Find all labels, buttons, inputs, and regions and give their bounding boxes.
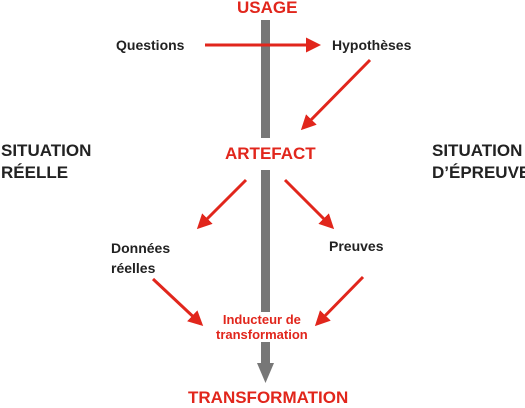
preuves-label: Preuves xyxy=(329,238,384,254)
donnees-line1: Données xyxy=(111,240,171,256)
right-situation-line2: D’ÉPREUVE xyxy=(432,163,525,182)
usage-label: USAGE xyxy=(237,0,298,17)
donnees-line2: réelles xyxy=(111,260,156,276)
donnees-reelles-label: Données réelles xyxy=(111,238,170,278)
arrow-artefact-to-preuves xyxy=(283,178,335,230)
left-situation-line2: RÉELLE xyxy=(1,163,69,182)
artefact-label: ARTEFACT xyxy=(221,144,320,165)
left-situation-line1: SITUATION xyxy=(1,141,92,160)
inducteur-line2: transformation xyxy=(216,327,308,342)
transformation-label: TRANSFORMATION xyxy=(188,388,349,407)
hypotheses-label: Hypothèses xyxy=(332,37,412,53)
right-situation-line1: SITUATION xyxy=(432,141,523,160)
right-situation-label: SITUATION D’ÉPREUVE xyxy=(432,140,525,184)
arrow-hypotheses-to-artefact xyxy=(300,58,372,131)
left-situation-label: SITUATION RÉELLE xyxy=(1,140,91,184)
inducteur-label: Inducteur de transformation xyxy=(212,312,312,342)
questions-label: Questions xyxy=(116,37,185,53)
arrow-donnees-to-inducteur xyxy=(151,277,204,327)
arrow-preuves-to-inducteur xyxy=(314,275,365,327)
vertical-axis-arrowhead xyxy=(257,363,274,383)
vertical-axis-lower xyxy=(261,170,270,364)
arrow-artefact-to-donnees xyxy=(196,178,248,230)
vertical-axis-upper xyxy=(261,20,270,138)
inducteur-line1: Inducteur de xyxy=(222,312,301,327)
